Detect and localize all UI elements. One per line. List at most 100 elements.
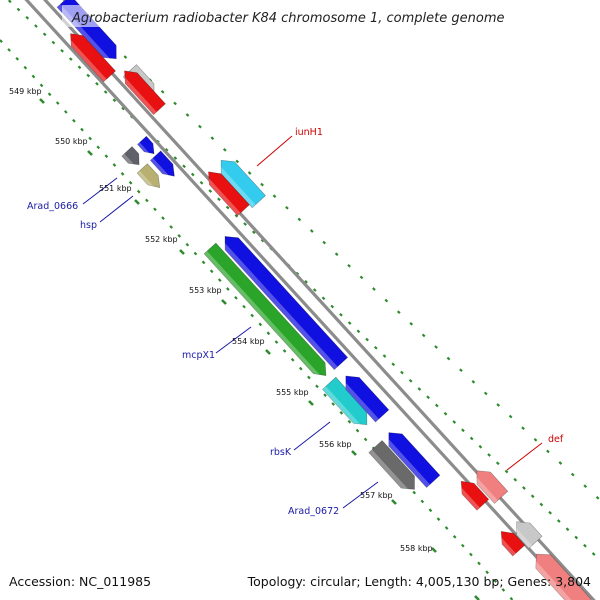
backbone-inner bbox=[24, 0, 579, 600]
backbone-outer bbox=[42, 0, 596, 600]
title-backdrop bbox=[62, 5, 540, 27]
kbp-label-555: 555 kbp bbox=[276, 388, 309, 397]
map-title: Agrobacterium radiobacter K84 chromosome… bbox=[71, 11, 504, 26]
gene-highlight-rbsK bbox=[322, 386, 361, 424]
gene-highlight-blue-near-arad-0672 bbox=[388, 439, 430, 488]
gene-label-arad-0672[interactable]: Arad_0672 bbox=[288, 506, 339, 517]
gene-arrow-mcpX1[interactable] bbox=[203, 242, 327, 376]
gene-arrow-red-near-iunH1[interactable] bbox=[208, 171, 250, 217]
gene-arrow-long-blue[interactable] bbox=[224, 236, 349, 371]
gene-arrow-top-reverse-red-1[interactable] bbox=[70, 33, 116, 83]
tick-major-8 bbox=[431, 547, 437, 553]
callout-line-def bbox=[506, 442, 543, 471]
gene-highlight-hsp bbox=[137, 170, 154, 187]
gene-arrow-small-blue-2[interactable] bbox=[149, 150, 175, 177]
kbp-label-557: 557 kbp bbox=[360, 491, 393, 500]
gene-highlight-small-blue-1 bbox=[137, 142, 150, 153]
gene-body-small-blue-2[interactable] bbox=[149, 150, 175, 177]
gene-arrow-rbsK[interactable] bbox=[322, 376, 368, 426]
kbp-label-553: 553 kbp bbox=[189, 286, 222, 295]
gene-body-blue-near-arad-0672[interactable] bbox=[388, 432, 441, 488]
kbp-label-558: 558 kbp bbox=[400, 544, 433, 553]
gene-highlight-arad-0666 bbox=[121, 153, 134, 164]
tick-ring-inner bbox=[0, 39, 515, 600]
tick-major-2 bbox=[179, 249, 185, 255]
gene-body-bottom-red[interactable] bbox=[500, 531, 526, 557]
callout-line-hsp bbox=[99, 195, 134, 223]
gene-body-mcpX1[interactable] bbox=[203, 242, 327, 376]
gene-arrow-blue-near-arad-0672[interactable] bbox=[388, 432, 441, 488]
gene-arrow-bottom-pink[interactable] bbox=[535, 553, 592, 600]
gene-label-iunH1[interactable]: iunH1 bbox=[295, 127, 323, 138]
gene-highlight-arad-0672 bbox=[368, 449, 408, 489]
gene-arrow-pink-near-def[interactable] bbox=[476, 470, 509, 504]
gene-label-def[interactable]: def bbox=[548, 434, 564, 445]
tick-major-1 bbox=[134, 199, 140, 205]
tick-ring-outer bbox=[62, 0, 600, 501]
gene-body-rbsK[interactable] bbox=[322, 376, 368, 426]
gene-body-bottom-pink[interactable] bbox=[535, 553, 592, 600]
gene-arrow-arad-0666[interactable] bbox=[121, 146, 140, 166]
gene-label-rbsK[interactable]: rbsK bbox=[270, 447, 292, 458]
gene-body-def[interactable] bbox=[460, 480, 490, 511]
kbp-label-549: 549 kbp bbox=[9, 87, 42, 96]
kbp-label-556: 556 kbp bbox=[319, 440, 352, 449]
gene-label-mcpX1[interactable]: mcpX1 bbox=[182, 350, 215, 361]
gene-body-arad-0666[interactable] bbox=[121, 146, 140, 166]
callout-line-mcpX1 bbox=[215, 326, 252, 354]
gene-body-arad-0672[interactable] bbox=[368, 440, 415, 490]
tick-major-4 bbox=[265, 349, 271, 355]
gene-arrow-hsp[interactable] bbox=[136, 163, 161, 188]
gene-highlight-top-reverse-red-1 bbox=[70, 40, 107, 82]
gene-highlight-red-near-iunH1 bbox=[208, 178, 241, 216]
tick-major-5 bbox=[308, 400, 314, 406]
gene-arrow-iunH1[interactable] bbox=[220, 159, 266, 209]
gene-body-small-blue-1[interactable] bbox=[137, 135, 155, 155]
callout-line-rbsK bbox=[293, 421, 331, 451]
gene-highlight-top-reverse-red-2 bbox=[124, 77, 157, 115]
gene-callouts bbox=[82, 135, 543, 509]
chromosome-backbone bbox=[24, 0, 596, 600]
tick-major-3 bbox=[221, 299, 227, 305]
gene-body-iunH1[interactable] bbox=[220, 159, 266, 209]
gene-body-red-near-iunH1[interactable] bbox=[208, 171, 250, 217]
tick-major-7 bbox=[391, 499, 397, 505]
gene-arrow-blue-near-rbsK[interactable] bbox=[345, 375, 390, 423]
gene-arrow-bottom-grey[interactable] bbox=[516, 521, 543, 549]
gene-arrow-small-blue-1[interactable] bbox=[137, 135, 155, 155]
gene-highlight-small-blue-2 bbox=[150, 158, 169, 175]
gene-highlight-bottom-pink bbox=[535, 561, 572, 600]
kbp-label-551: 551 kbp bbox=[99, 184, 132, 193]
callout-line-iunH1 bbox=[256, 135, 293, 167]
gene-arrow-arad-0672[interactable] bbox=[368, 440, 415, 490]
gene-body-hsp[interactable] bbox=[136, 163, 161, 188]
gene-highlight-iunH1 bbox=[221, 167, 256, 208]
gene-body-pink-near-def[interactable] bbox=[476, 470, 509, 504]
gene-label-arad-0666[interactable]: Arad_0666 bbox=[27, 201, 78, 212]
gene-arrow-bottom-red[interactable] bbox=[500, 531, 526, 557]
gene-highlight-def bbox=[461, 487, 480, 511]
kbp-label-552: 552 kbp bbox=[145, 235, 178, 244]
gene-highlight-blue-near-rbsK bbox=[345, 382, 379, 422]
accession-text: Accession: NC_011985 bbox=[9, 574, 151, 589]
tick-major-10 bbox=[39, 98, 45, 104]
tick-major-9 bbox=[474, 595, 480, 600]
gene-highlight-long-blue bbox=[225, 243, 338, 370]
gene-arrow-def[interactable] bbox=[460, 480, 490, 511]
gene-body-top-reverse-red-1[interactable] bbox=[70, 33, 116, 83]
gene-highlight-mcpX1 bbox=[204, 251, 320, 375]
summary-text: Topology: circular; Length: 4,005,130 bp… bbox=[247, 574, 591, 589]
gene-highlight-bottom-grey bbox=[516, 528, 533, 549]
gene-highlight-pink-near-def bbox=[476, 477, 498, 504]
gene-body-bottom-grey[interactable] bbox=[516, 521, 543, 549]
callout-line-arad-0672 bbox=[342, 481, 379, 509]
gene-arrow-top-reverse-red-2[interactable] bbox=[124, 70, 166, 116]
tick-major-6 bbox=[351, 450, 357, 456]
tick-major-0 bbox=[87, 150, 93, 156]
gene-body-top-reverse-red-2[interactable] bbox=[124, 70, 166, 116]
gene-body-long-blue[interactable] bbox=[224, 236, 349, 371]
gene-body-blue-near-rbsK[interactable] bbox=[345, 375, 390, 423]
gene-label-hsp[interactable]: hsp bbox=[80, 220, 97, 231]
